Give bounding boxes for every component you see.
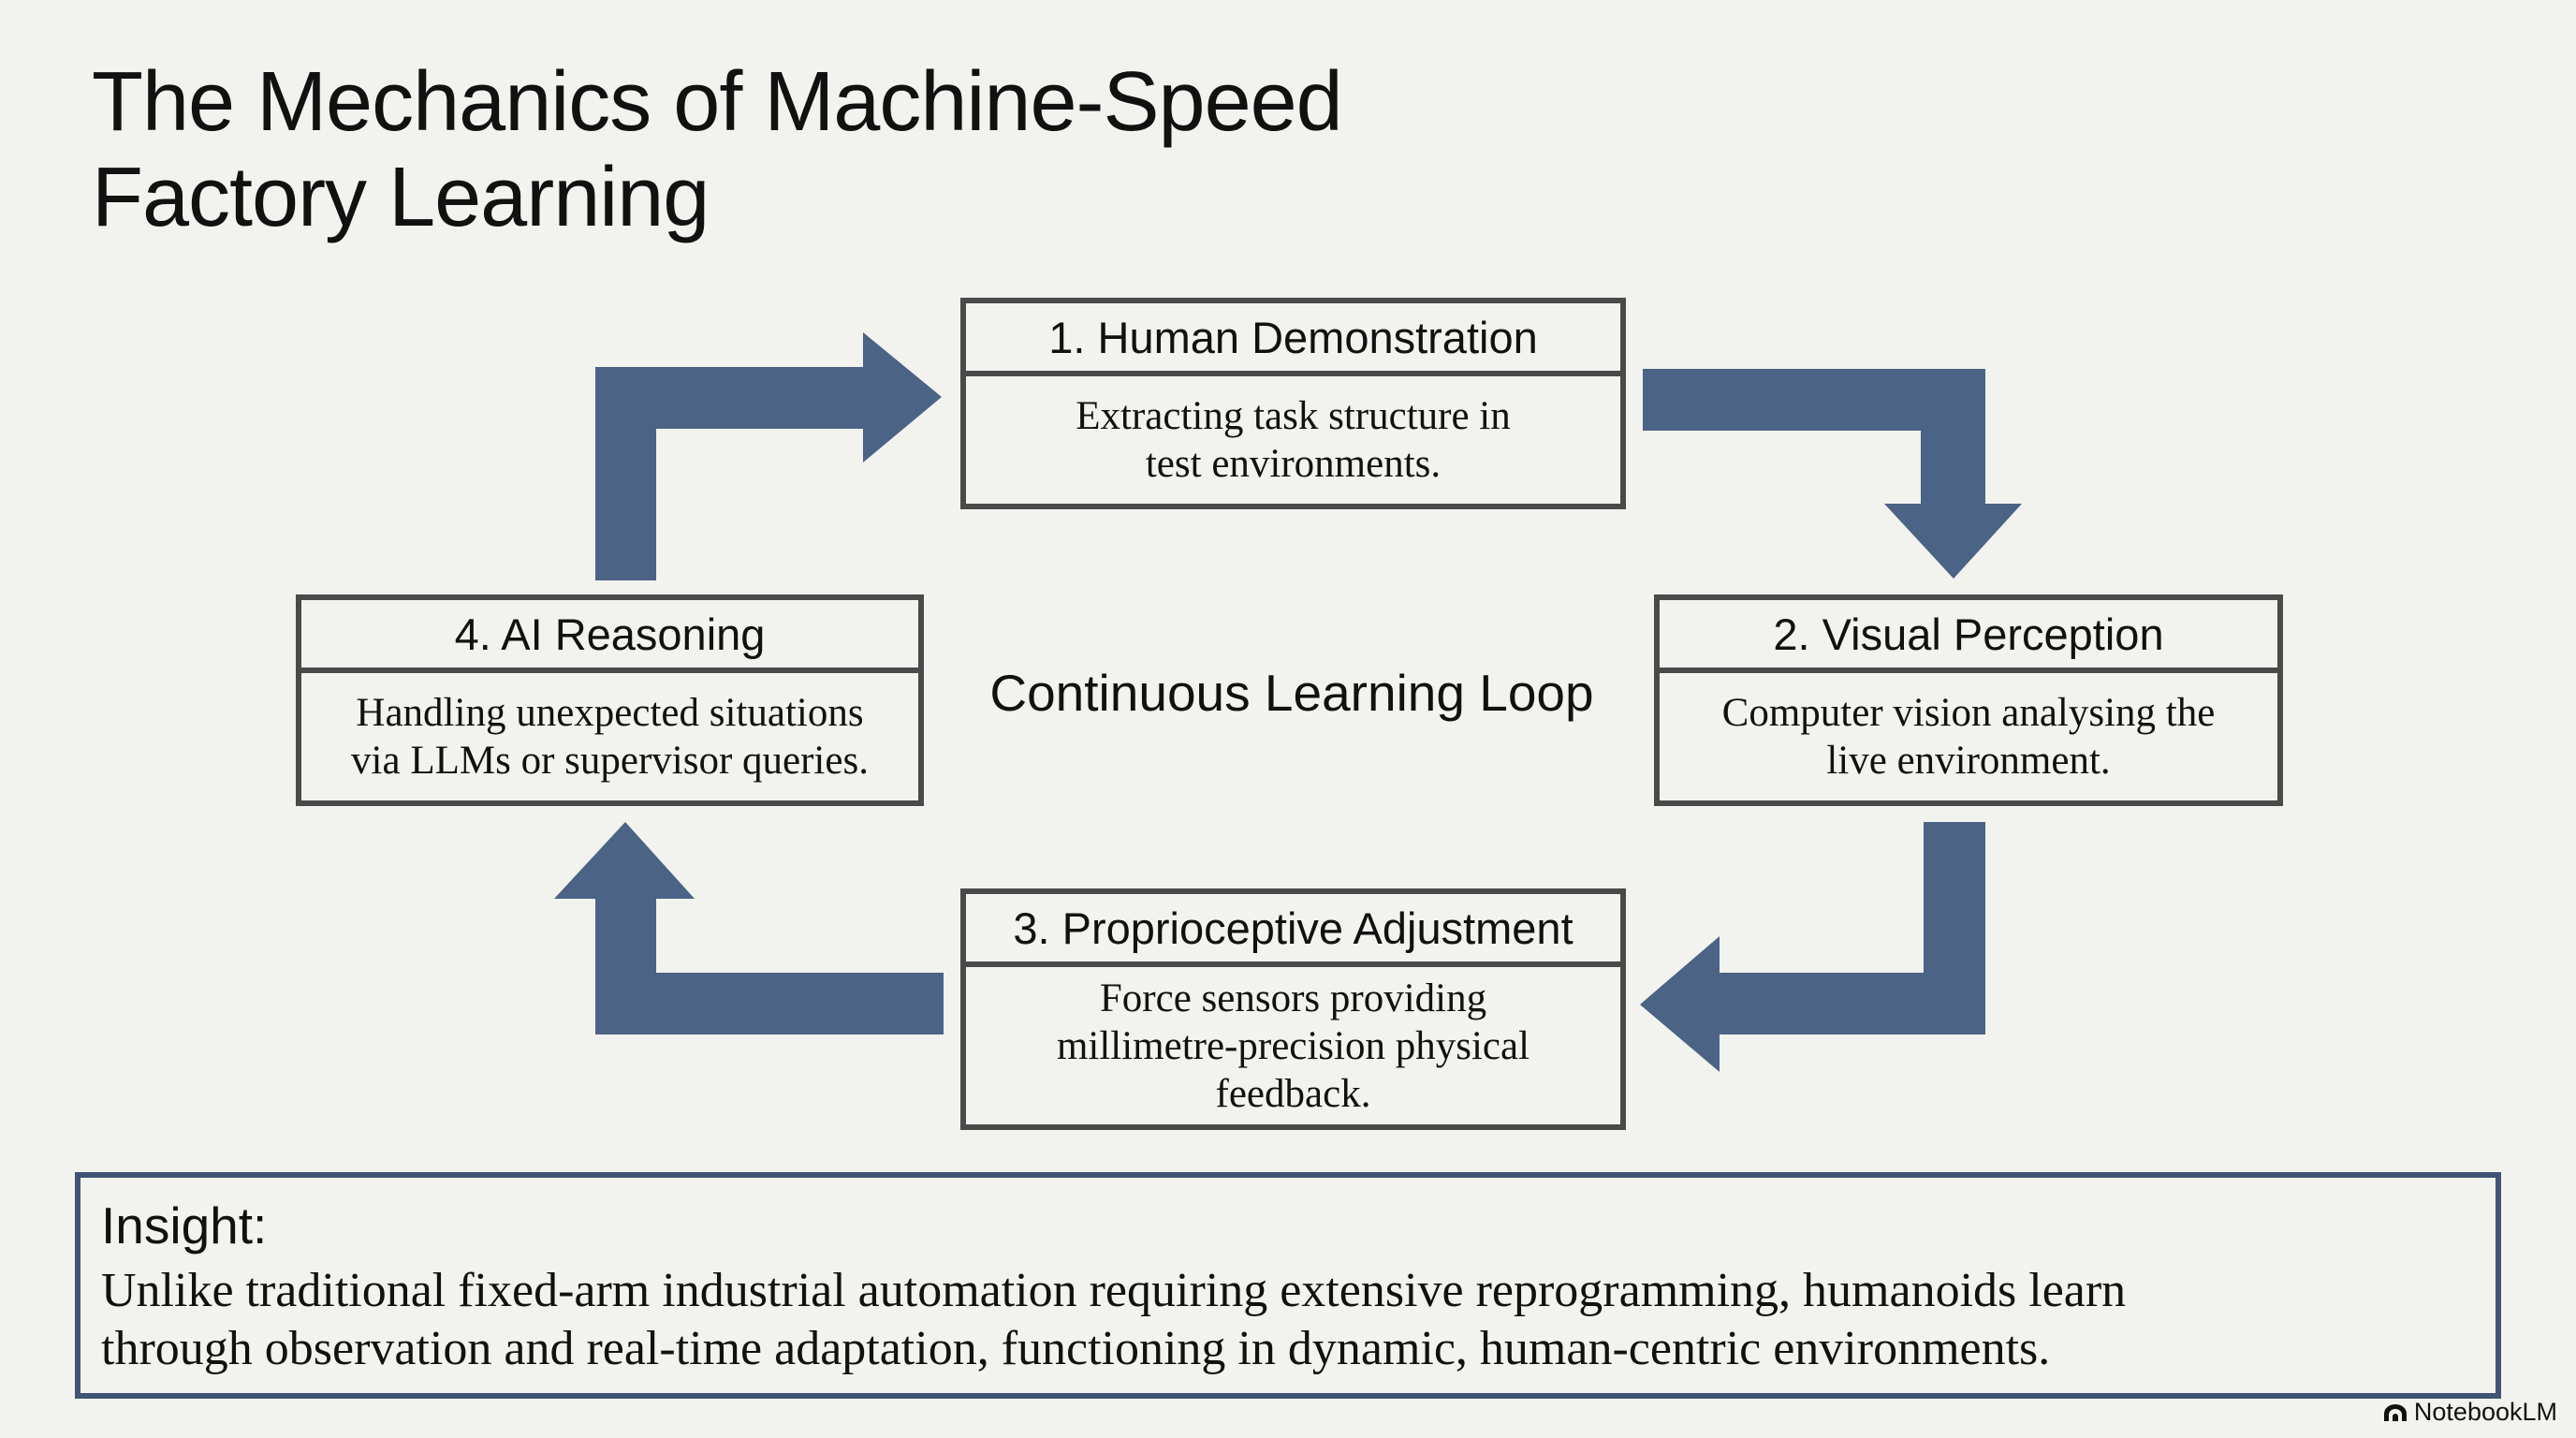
step-4-line-2: via LLMs or supervisor queries. <box>351 739 869 783</box>
step-3-line-3: feedback. <box>1215 1071 1371 1116</box>
title-line-2: Factory Learning <box>92 151 710 244</box>
insight-text: Unlike traditional fixed-arm industrial … <box>101 1262 2473 1378</box>
step-2-line-1: Computer vision analysing the <box>1721 691 2216 735</box>
step-3-description: Force sensors providing millimetre-preci… <box>966 967 1620 1124</box>
step-3-title: 3. Proprioceptive Adjustment <box>966 894 1620 967</box>
notebooklm-logo-icon <box>2383 1403 2407 1421</box>
arrow-reasoning-to-demonstration <box>595 332 942 580</box>
arrow-demonstration-to-perception <box>1643 369 2022 579</box>
arrow-adjustment-to-reasoning <box>554 822 944 1034</box>
step-1-line-2: test environments. <box>1145 442 1442 486</box>
step-1-description: Extracting task structure in test enviro… <box>966 376 1620 504</box>
step-1-line-1: Extracting task structure in <box>1076 394 1511 438</box>
arrow-perception-to-adjustment <box>1640 822 1985 1072</box>
step-4-description: Handling unexpected situations via LLMs … <box>301 673 918 800</box>
brand-watermark: NotebookLM <box>2382 1398 2557 1427</box>
step-proprioceptive-adjustment: 3. Proprioceptive Adjustment Force senso… <box>960 888 1626 1130</box>
title-line-1: The Mechanics of Machine-Speed <box>92 55 1343 149</box>
step-visual-perception: 2. Visual Perception Computer vision ana… <box>1654 594 2283 806</box>
page-title: The Mechanics of Machine-Speed Factory L… <box>92 54 1343 245</box>
insight-line-2: through observation and real-time adapta… <box>101 1322 2051 1375</box>
step-human-demonstration: 1. Human Demonstration Extracting task s… <box>960 298 1626 509</box>
step-3-line-2: millimetre-precision physical <box>1056 1023 1530 1068</box>
step-4-line-1: Handling unexpected situations <box>356 691 864 735</box>
step-1-title: 1. Human Demonstration <box>966 303 1620 376</box>
step-2-description: Computer vision analysing the live envir… <box>1660 673 2277 800</box>
insight-line-1: Unlike traditional fixed-arm industrial … <box>101 1264 2127 1317</box>
insight-label: Insight: <box>101 1196 268 1255</box>
step-4-title: 4. AI Reasoning <box>301 600 918 673</box>
step-2-title: 2. Visual Perception <box>1660 600 2277 673</box>
insight-box: Insight: Unlike traditional fixed-arm in… <box>75 1172 2501 1399</box>
loop-center-label: Continuous Learning Loop <box>989 664 1594 722</box>
step-ai-reasoning: 4. AI Reasoning Handling unexpected situ… <box>296 594 924 806</box>
step-3-line-1: Force sensors providing <box>1099 976 1487 1020</box>
step-2-line-2: live environment. <box>1826 739 2111 783</box>
brand-name: NotebookLM <box>2413 1398 2557 1426</box>
